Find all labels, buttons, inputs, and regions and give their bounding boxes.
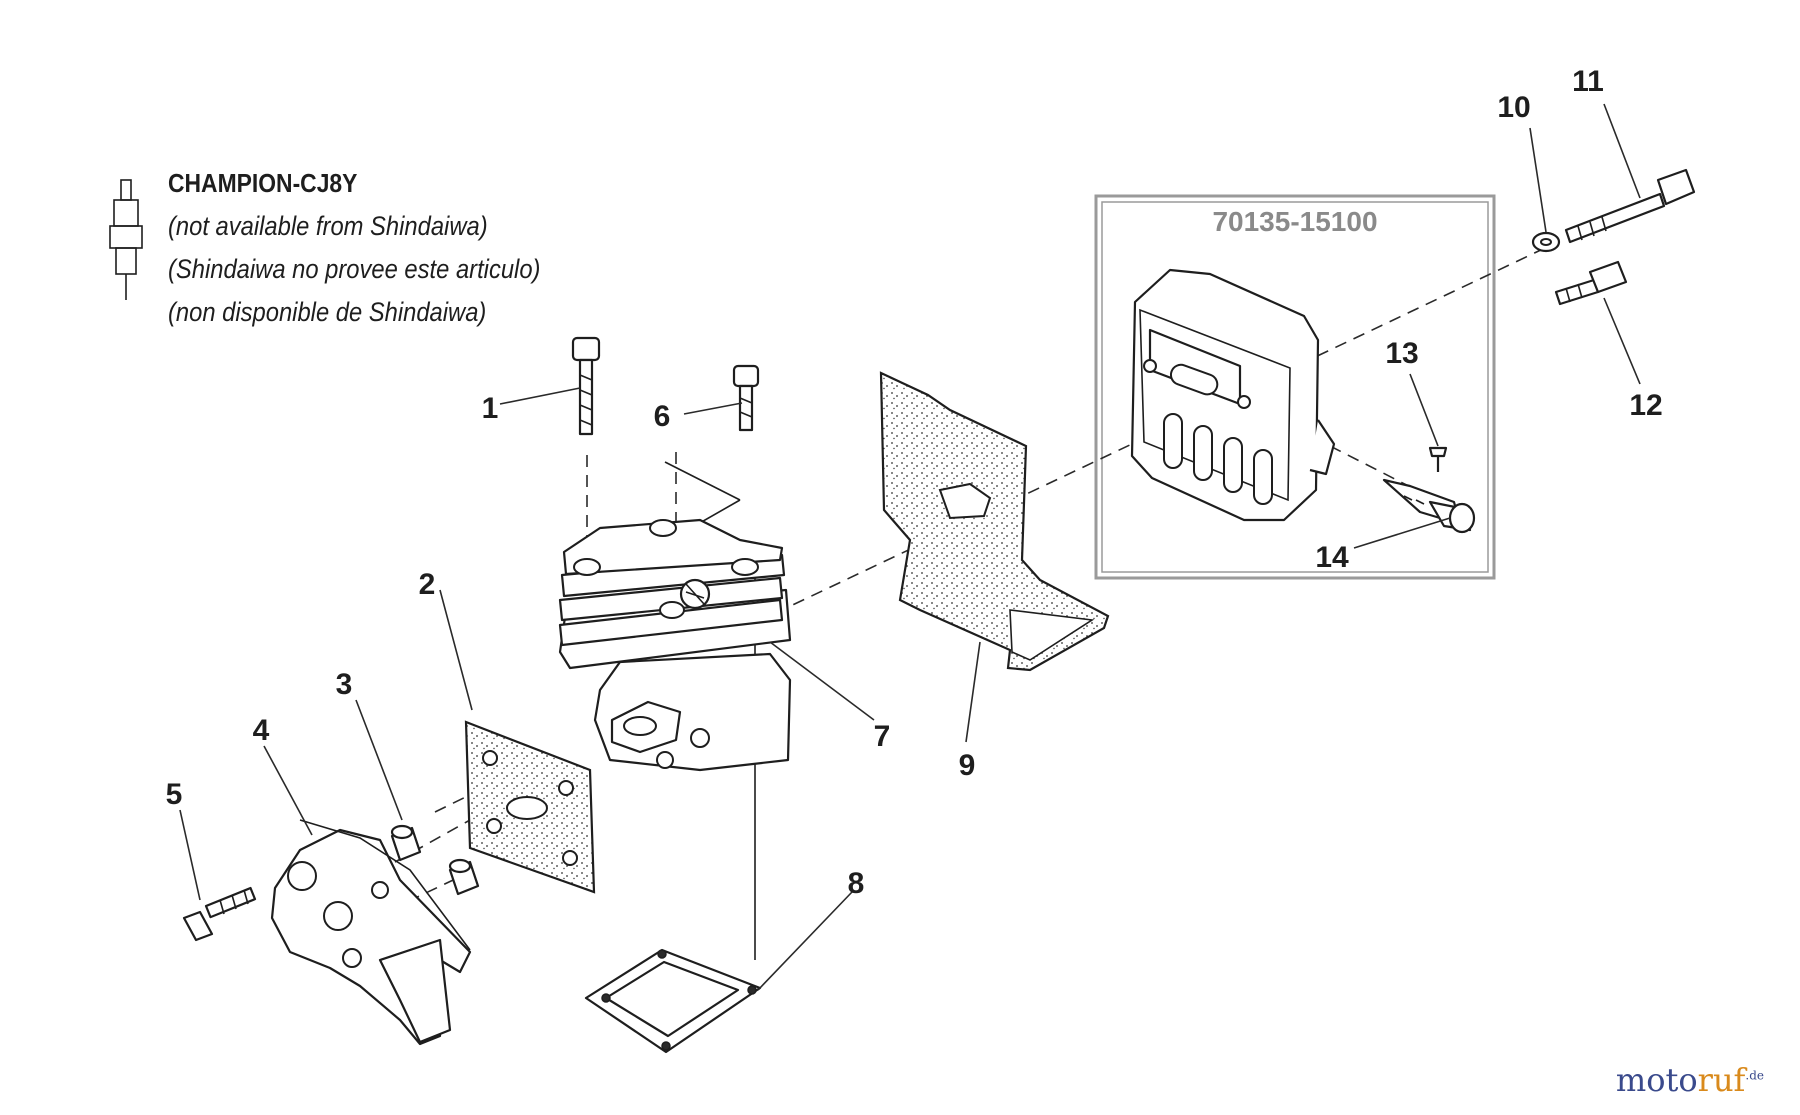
callout-7: 7	[874, 720, 891, 753]
part-9-heat-shield	[879, 371, 1110, 672]
callout-6: 6	[654, 400, 671, 433]
watermark-tld: .de	[1745, 1068, 1764, 1083]
muffler-body	[1130, 268, 1336, 522]
part-13-screw	[1428, 446, 1448, 472]
part-8-base-gasket	[584, 948, 762, 1054]
part-14-spark-arrestor	[1382, 478, 1476, 534]
callout-2: 2	[419, 568, 436, 601]
muffler-kit-frame	[1094, 194, 1496, 580]
kit-part-number: 70135-15100	[1212, 206, 1377, 237]
callout-11: 11	[1572, 65, 1604, 98]
part-10-washer	[1531, 231, 1561, 253]
part-12-bolt	[1554, 260, 1628, 306]
callout-13: 13	[1385, 337, 1418, 370]
spark-plug-note: CHAMPION-CJ8Y (not available from Shinda…	[168, 162, 591, 334]
callout-leaders	[179, 103, 1641, 991]
note-line-es: (Shindaiwa no provee este articulo)	[168, 254, 541, 284]
callout-9: 9	[959, 749, 976, 782]
part-7-cylinder	[558, 518, 792, 772]
part-2-gasket	[464, 720, 596, 894]
spark-plug-icon	[109, 179, 143, 300]
part-11-bolt	[1564, 168, 1696, 244]
part-1-bolt	[571, 336, 601, 436]
callout-10: 10	[1497, 91, 1530, 124]
callout-5: 5	[166, 778, 183, 811]
note-title: CHAMPION-CJ8Y	[168, 168, 358, 198]
callout-14: 14	[1315, 541, 1349, 574]
watermark-logo: motoruf.de	[1616, 1061, 1764, 1099]
note-line-fr: (non disponible de Shindaiwa)	[168, 297, 487, 327]
callout-1: 1	[482, 392, 499, 425]
callout-4: 4	[253, 714, 270, 747]
callout-3: 3	[336, 668, 353, 701]
callout-8: 8	[848, 867, 865, 900]
part-4-adapter	[270, 819, 472, 1046]
part-3-spacer	[390, 824, 480, 896]
note-line-en: (not available from Shindaiwa)	[168, 211, 488, 241]
watermark-brand-post: ruf	[1697, 1061, 1746, 1099]
watermark-brand-pre: moto	[1615, 1061, 1698, 1099]
callout-12: 12	[1629, 389, 1662, 422]
part-6-bolt	[732, 364, 760, 432]
part-5-bolt	[182, 886, 257, 942]
